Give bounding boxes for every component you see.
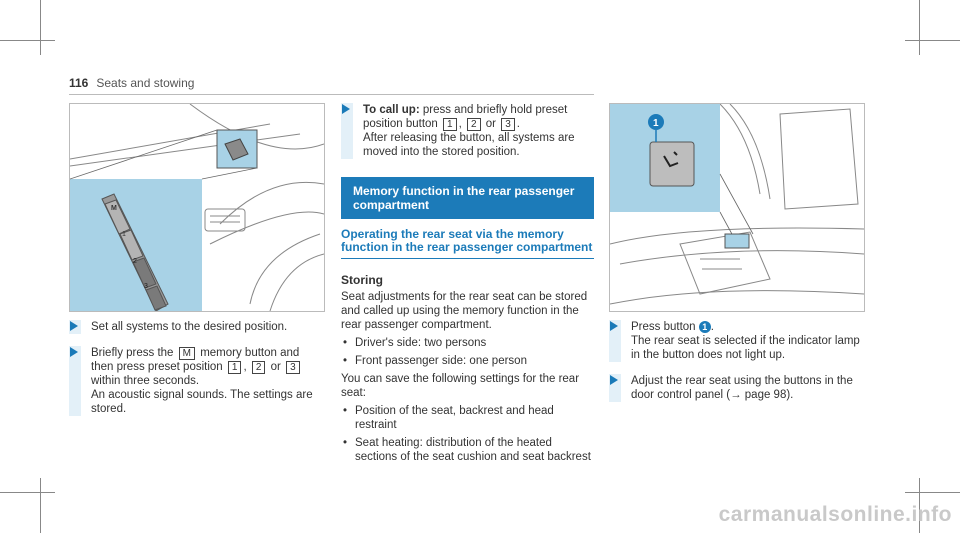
step-press-button: Press button 1. The rear seat is selecte… xyxy=(609,320,864,362)
preset-3-key-icon: 3 xyxy=(501,118,515,131)
preset-1-key-icon: 1 xyxy=(443,118,457,131)
crop-mark xyxy=(0,40,55,41)
or-text: or xyxy=(270,361,281,373)
crop-mark xyxy=(905,40,960,41)
period: . xyxy=(710,321,714,333)
list-item: • Seat heating: distribution of the heate… xyxy=(341,436,594,464)
step-result: An acoustic signal sounds. The settings … xyxy=(91,389,313,415)
step-text: Briefly press the xyxy=(91,347,174,359)
door-illustration: M 1 2 3 xyxy=(70,104,324,311)
step-set-systems: Set all systems to the desired position. xyxy=(69,320,324,334)
crop-mark xyxy=(919,0,920,55)
call-up-label: To call up: xyxy=(363,104,420,116)
door-memory-figure: M 1 2 3 xyxy=(69,103,325,312)
step-arrow-icon xyxy=(610,321,618,331)
fig-label-m: M xyxy=(111,205,117,212)
fig-label-1: 1 xyxy=(122,231,126,238)
step-arrow-icon xyxy=(342,104,350,114)
step-arrow-icon xyxy=(70,347,78,357)
step-adjust-seat: Adjust the rear seat using the buttons i… xyxy=(609,374,864,402)
step-result: The rear seat is selected if the indicat… xyxy=(631,335,860,361)
step-text: Set all systems to the desired position. xyxy=(91,321,288,333)
fig-label-2: 2 xyxy=(133,258,137,265)
column-3: Press button 1. The rear seat is selecte… xyxy=(609,320,864,414)
bullet-text: Seat heating: distribution of the heated… xyxy=(355,437,591,463)
bullet-text: Position of the seat, backrest and head … xyxy=(355,405,554,431)
fig-label-3: 3 xyxy=(144,283,148,290)
crop-mark xyxy=(0,492,55,493)
fig-callout-1: 1 xyxy=(653,118,659,129)
callout-1-icon: 1 xyxy=(698,320,711,333)
header-rule xyxy=(69,94,594,95)
column-1: Set all systems to the desired position.… xyxy=(69,320,324,428)
crop-mark xyxy=(40,478,41,533)
crop-mark xyxy=(919,478,920,533)
section-title: Seats and stowing xyxy=(96,76,195,90)
step-arrow-icon xyxy=(610,375,618,385)
preset-2-key-icon: 2 xyxy=(251,361,266,374)
preset-3-key-icon: 3 xyxy=(286,361,300,374)
preset-1-key-icon: 1 xyxy=(227,361,242,374)
step-text: within three seconds. xyxy=(91,375,200,387)
list-item: • Position of the seat, backrest and head… xyxy=(341,404,594,432)
crop-mark xyxy=(905,492,960,493)
preset-2-key-icon: 2 xyxy=(466,118,481,131)
or-text: or xyxy=(485,118,496,130)
step-bar xyxy=(69,346,81,416)
rear-door-illustration: 1 xyxy=(610,104,864,305)
list-item: • Driver's side: two persons xyxy=(341,336,594,350)
watermark: carmanualsonline.info xyxy=(718,503,952,526)
bullet-icon: • xyxy=(343,437,348,449)
bullet-icon: • xyxy=(343,337,348,349)
step-arrow-icon xyxy=(70,321,78,331)
step-store: Briefly press the M memory button and th… xyxy=(69,346,324,416)
bullet-text: Driver's side: two persons xyxy=(355,337,487,349)
bullet-icon: • xyxy=(343,355,348,367)
crop-mark xyxy=(40,0,41,55)
storing-heading: Storing xyxy=(341,273,383,287)
separator: , xyxy=(458,118,462,130)
page-number: 116 xyxy=(69,76,89,90)
subsection-heading: Operating the rear seat via the memory f… xyxy=(341,228,594,259)
section-band: Memory function in the rear passenger co… xyxy=(341,177,594,219)
step-text: Press button xyxy=(631,321,696,333)
step-text: memory button and then press preset posi… xyxy=(91,347,300,373)
page-header: 116 Seats and stowing xyxy=(69,76,194,90)
rear-door-figure: 1 xyxy=(609,103,865,312)
step-bar xyxy=(341,103,353,159)
memory-key-icon: M xyxy=(178,347,195,360)
step-text: press and briefly hold preset position b… xyxy=(363,104,568,130)
storing-text: Seat adjustments for the rear seat can b… xyxy=(341,291,588,331)
step-result: After releasing the button, all systems … xyxy=(363,132,575,158)
list-item: • Front passenger side: one person xyxy=(341,354,594,368)
save-text: You can save the following settings for … xyxy=(341,373,580,399)
separator: , xyxy=(243,361,247,373)
column-2: To call up: press and briefly hold prese… xyxy=(341,103,594,468)
period: . xyxy=(516,118,520,130)
step-text: Adjust the rear seat using the buttons i… xyxy=(631,375,853,401)
step-call-up: To call up: press and briefly hold prese… xyxy=(341,103,594,159)
bullet-text: Front passenger side: one person xyxy=(355,355,527,367)
bullet-icon: • xyxy=(343,405,348,417)
